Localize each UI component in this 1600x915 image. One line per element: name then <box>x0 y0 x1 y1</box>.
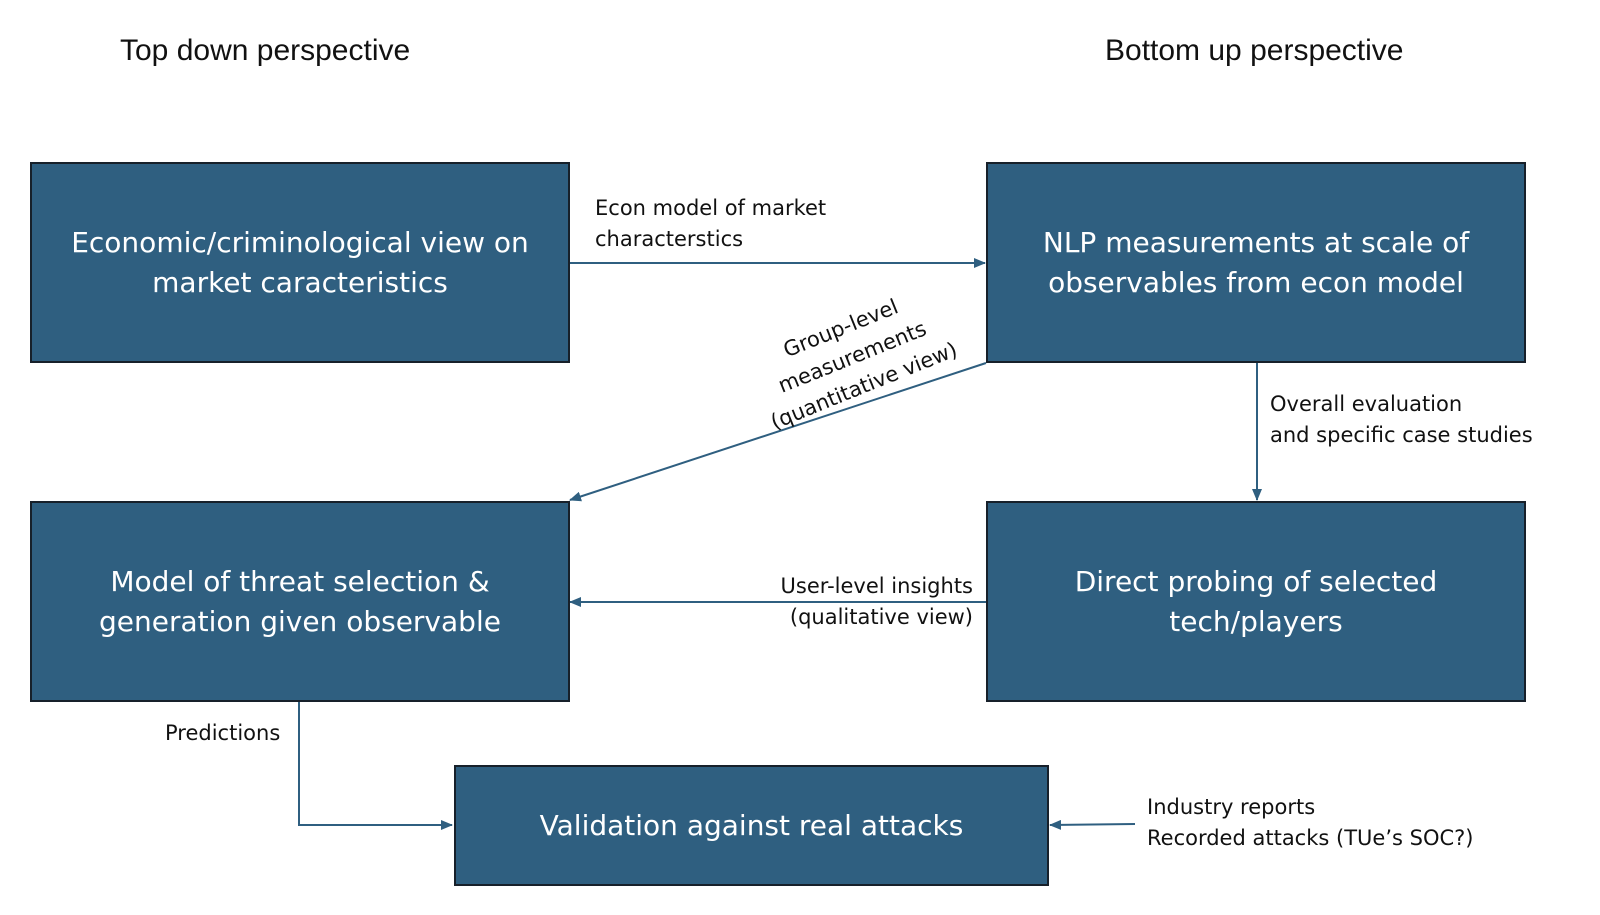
nlp-measurements-box: NLP measurements at scale of observables… <box>986 162 1526 363</box>
direct-probing-box-text: Direct probing of selected tech/players <box>1074 564 1438 638</box>
industry-reports-label-line-2: Recorded attacks (TUe’s SOC?) <box>1147 826 1474 850</box>
industry-reports-label-line-1: Industry reports <box>1147 795 1316 819</box>
user-level-label: User-level insights (qualitative view) <box>760 571 973 633</box>
overall-evaluation-label-line-2: and specific case studies <box>1270 423 1533 447</box>
econ-view-box: Economic/criminological view on market c… <box>30 162 570 363</box>
threat-model-box: Model of threat selection & generation g… <box>30 501 570 702</box>
threat-model-box-text: Model of threat selection & generation g… <box>99 564 501 638</box>
overall-evaluation-label: Overall evaluation and specific case stu… <box>1270 389 1533 451</box>
validation-box-text: Validation against real attacks <box>539 808 964 842</box>
user-level-label-line-1: User-level insights <box>780 574 973 598</box>
industry-reports-label: Industry reports Recorded attacks (TUe’s… <box>1147 792 1473 854</box>
econ-model-label: Econ model of market characterstics <box>595 193 826 255</box>
predictions-label: Predictions <box>165 721 281 745</box>
overall-evaluation-label-line-1: Overall evaluation <box>1270 392 1463 416</box>
arrow-industry-to-validation <box>1049 819 1136 830</box>
direct-probing-box: Direct probing of selected tech/players <box>986 501 1526 702</box>
user-level-label-line-2: (qualitative view) <box>789 605 973 629</box>
validation-box: Validation against real attacks <box>454 765 1049 886</box>
econ-model-label-line-1: Econ model of market <box>595 196 827 220</box>
nlp-measurements-box-text: NLP measurements at scale of observables… <box>1042 225 1470 299</box>
arrow-nlp-to-model <box>569 362 987 502</box>
top-down-heading: Top down perspective <box>120 34 411 67</box>
econ-view-box-text: Economic/criminological view on market c… <box>71 225 529 299</box>
arrow-model-to-validation <box>298 702 453 830</box>
econ-model-label-line-2: characterstics <box>595 227 744 251</box>
bottom-up-heading: Bottom up perspective <box>1105 34 1404 67</box>
